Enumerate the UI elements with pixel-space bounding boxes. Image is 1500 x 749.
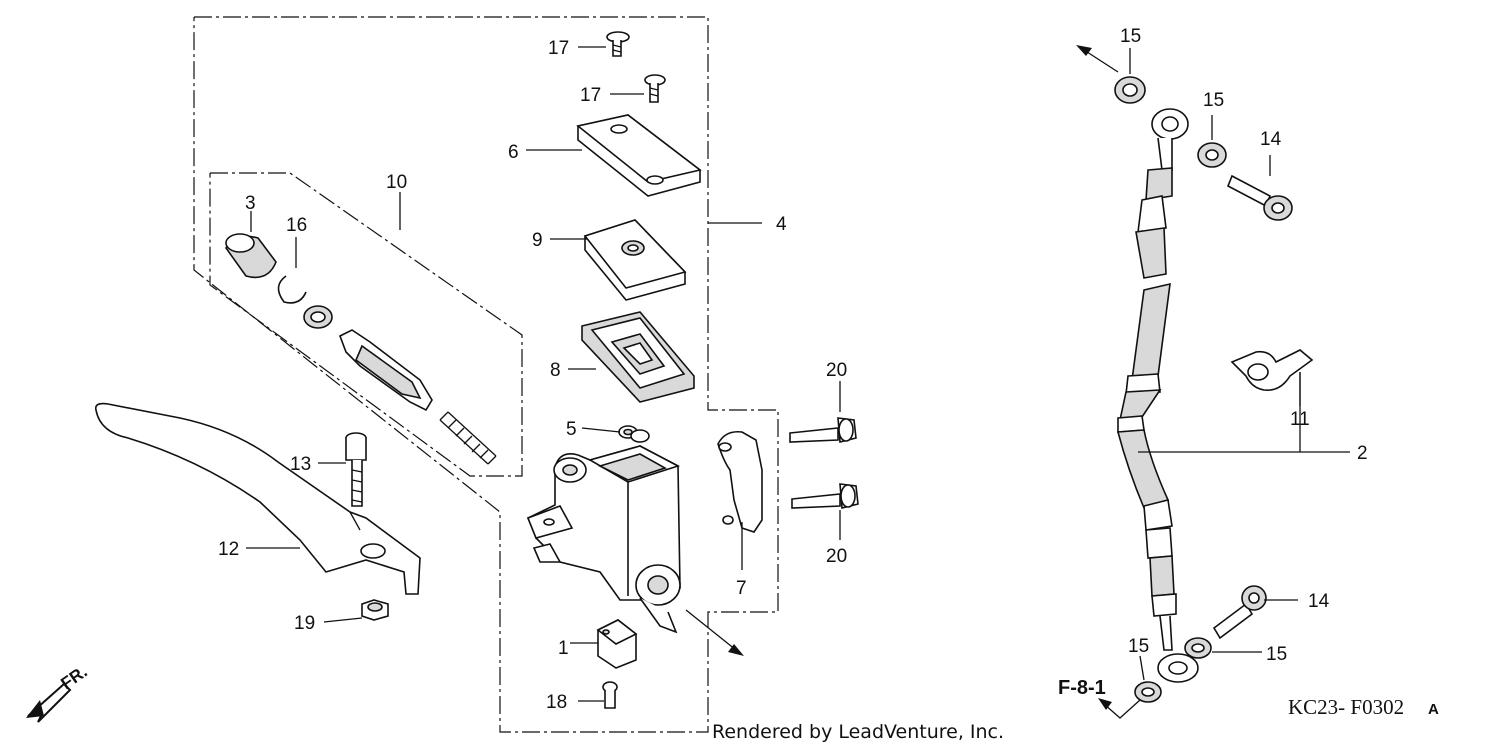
fluid-stopper	[618, 425, 650, 443]
oil-bolt-lower	[1212, 585, 1267, 640]
reference-arrow	[1098, 698, 1141, 719]
master-cylinder-assembly-boundary	[193, 16, 779, 733]
callout-15-top-left: 15	[1120, 26, 1141, 47]
callout-5: 5	[566, 419, 577, 440]
hose-clamp	[1230, 349, 1314, 392]
callout-13: 13	[290, 454, 311, 475]
diaphragm-plate	[583, 219, 687, 301]
front-stop-switch	[596, 619, 638, 669]
callout-20-lower: 20	[826, 546, 847, 567]
callout-16: 16	[286, 215, 307, 236]
pivot-nut	[361, 599, 389, 621]
callout-9: 9	[532, 230, 543, 251]
callout-7: 7	[736, 578, 747, 599]
callout-20-upper: 20	[826, 360, 847, 381]
master-cylinder-body	[526, 445, 681, 634]
brake-lever	[94, 402, 421, 595]
oil-bolt-upper	[1226, 174, 1293, 221]
callout-15-top-right: 15	[1203, 90, 1224, 111]
holder-bolt-lower	[791, 483, 859, 510]
sealing-washer-top-right	[1197, 142, 1227, 168]
screw-17-upper	[606, 31, 630, 57]
brake-hose	[1116, 108, 1199, 683]
callout-1: 1	[558, 638, 569, 659]
pipe-direction-arrow-cylinder	[685, 609, 744, 656]
holder-bolt-upper	[789, 417, 857, 444]
callout-17-lower: 17	[580, 85, 601, 106]
master-cylinder-holder	[717, 430, 763, 533]
render-credit: Rendered by LeadVenture, Inc.	[712, 721, 1004, 743]
piston-spring	[439, 411, 497, 465]
callout-10: 10	[386, 172, 407, 193]
reference-label: F-8-1	[1058, 677, 1106, 699]
lever-pivot-bolt	[345, 432, 367, 507]
leader-lines	[246, 46, 1350, 702]
callout-3: 3	[245, 193, 256, 214]
diaphragm	[581, 311, 695, 403]
callout-2: 2	[1357, 443, 1368, 464]
front-direction-arrow: FR.	[26, 662, 91, 723]
callout-17-upper: 17	[548, 38, 569, 59]
callout-12: 12	[218, 539, 239, 560]
callout-11: 11	[1290, 409, 1310, 430]
piston-set-boundary	[209, 172, 523, 477]
callout-19: 19	[294, 613, 315, 634]
piston	[338, 329, 433, 412]
piston-boot	[225, 233, 277, 279]
pipe-direction-arrow-top	[1076, 45, 1119, 73]
sealing-washer-bottom-left	[1134, 681, 1162, 703]
callout-15-bottom-right: 15	[1266, 644, 1287, 665]
sealing-washer-top-left	[1114, 76, 1146, 104]
callout-14-lower: 14	[1308, 591, 1330, 612]
callout-15-bottom-left: 15	[1128, 636, 1149, 657]
callout-6: 6	[508, 142, 519, 163]
sealing-washer-bottom-right	[1184, 637, 1212, 659]
reservoir-cap	[576, 114, 702, 197]
callout-8: 8	[550, 360, 561, 381]
callout-14-upper: 14	[1260, 129, 1282, 150]
diagram-code: KC23- F0302	[1288, 695, 1404, 719]
callout-4: 4	[776, 214, 787, 235]
screw-17-lower	[644, 74, 666, 103]
switch-screw	[602, 681, 618, 709]
piston-seal	[303, 305, 333, 329]
diagram-code-suffix: A	[1428, 701, 1439, 718]
circlip	[277, 275, 307, 304]
callout-18: 18	[546, 692, 567, 713]
